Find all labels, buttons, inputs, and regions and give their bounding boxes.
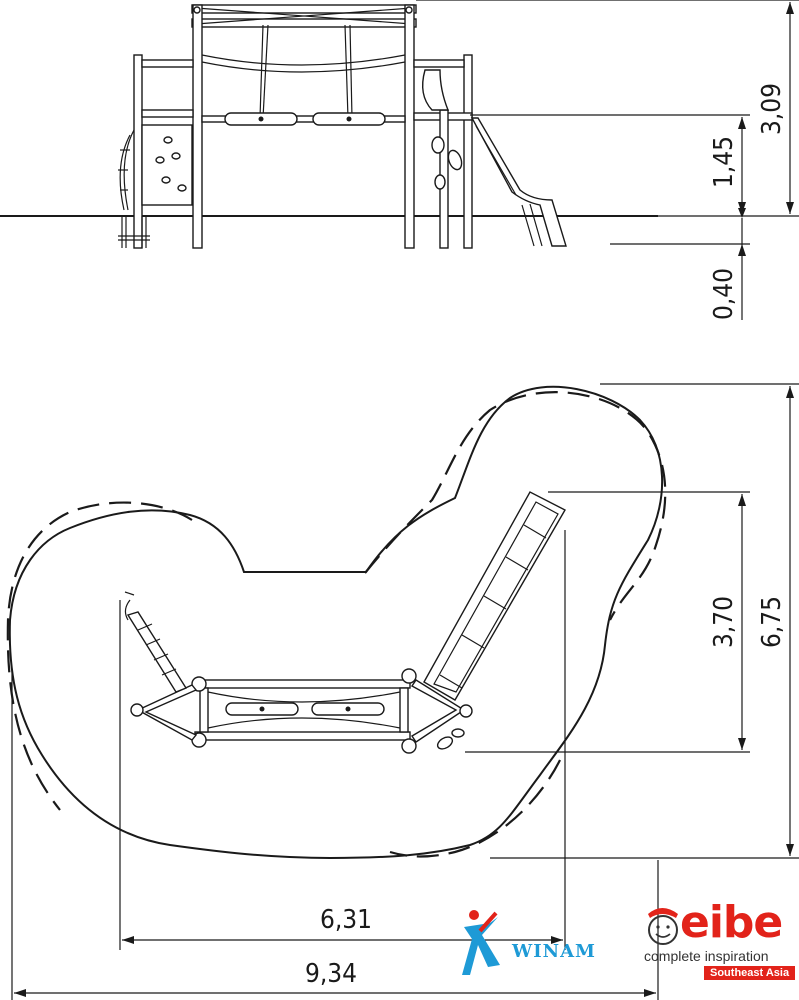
dim-area-depth: 6,75 (757, 596, 787, 648)
post-left-tower (133, 54, 143, 249)
winam-figure-icon (462, 910, 500, 975)
post-left-main (192, 4, 203, 249)
dim-area-width: 9,34 (305, 959, 357, 989)
plan-slide (423, 491, 566, 701)
eibe-region-badge: Southeast Asia (704, 966, 796, 980)
eibe-tagline: complete inspiration (644, 948, 769, 964)
side-elevation: 3,09 1,45 0,40 (0, 0, 799, 320)
winam-logo: WINAM (460, 905, 610, 980)
dim-total-height: 3,09 (757, 83, 787, 135)
post-right-tower (463, 54, 473, 249)
plan-post (401, 668, 417, 684)
eibe-wordmark: eibe (680, 897, 783, 948)
plan-post (401, 738, 417, 754)
post-right-main (404, 4, 415, 249)
top-beam-lower (191, 18, 417, 28)
top-beam (191, 4, 417, 14)
dim-foundation-depth: 0,40 (709, 268, 739, 320)
safety-area-outline (8, 385, 664, 860)
dim-equipment-depth: 3,70 (709, 596, 739, 648)
plan-post (191, 676, 207, 692)
slide-side (470, 117, 567, 247)
plan-view: 3,70 6,75 6,31 9,34 (6, 383, 799, 1000)
eibe-face-icon (648, 908, 678, 945)
dim-equipment-width: 6,31 (320, 905, 372, 935)
dim-platform-height: 1,45 (709, 136, 739, 188)
safety-area-dashed (364, 391, 667, 621)
eibe-logo: eibe complete inspiration Southeast Asia (638, 898, 798, 988)
winam-wordmark: WINAM (512, 941, 596, 962)
plan-ladder (126, 611, 188, 693)
